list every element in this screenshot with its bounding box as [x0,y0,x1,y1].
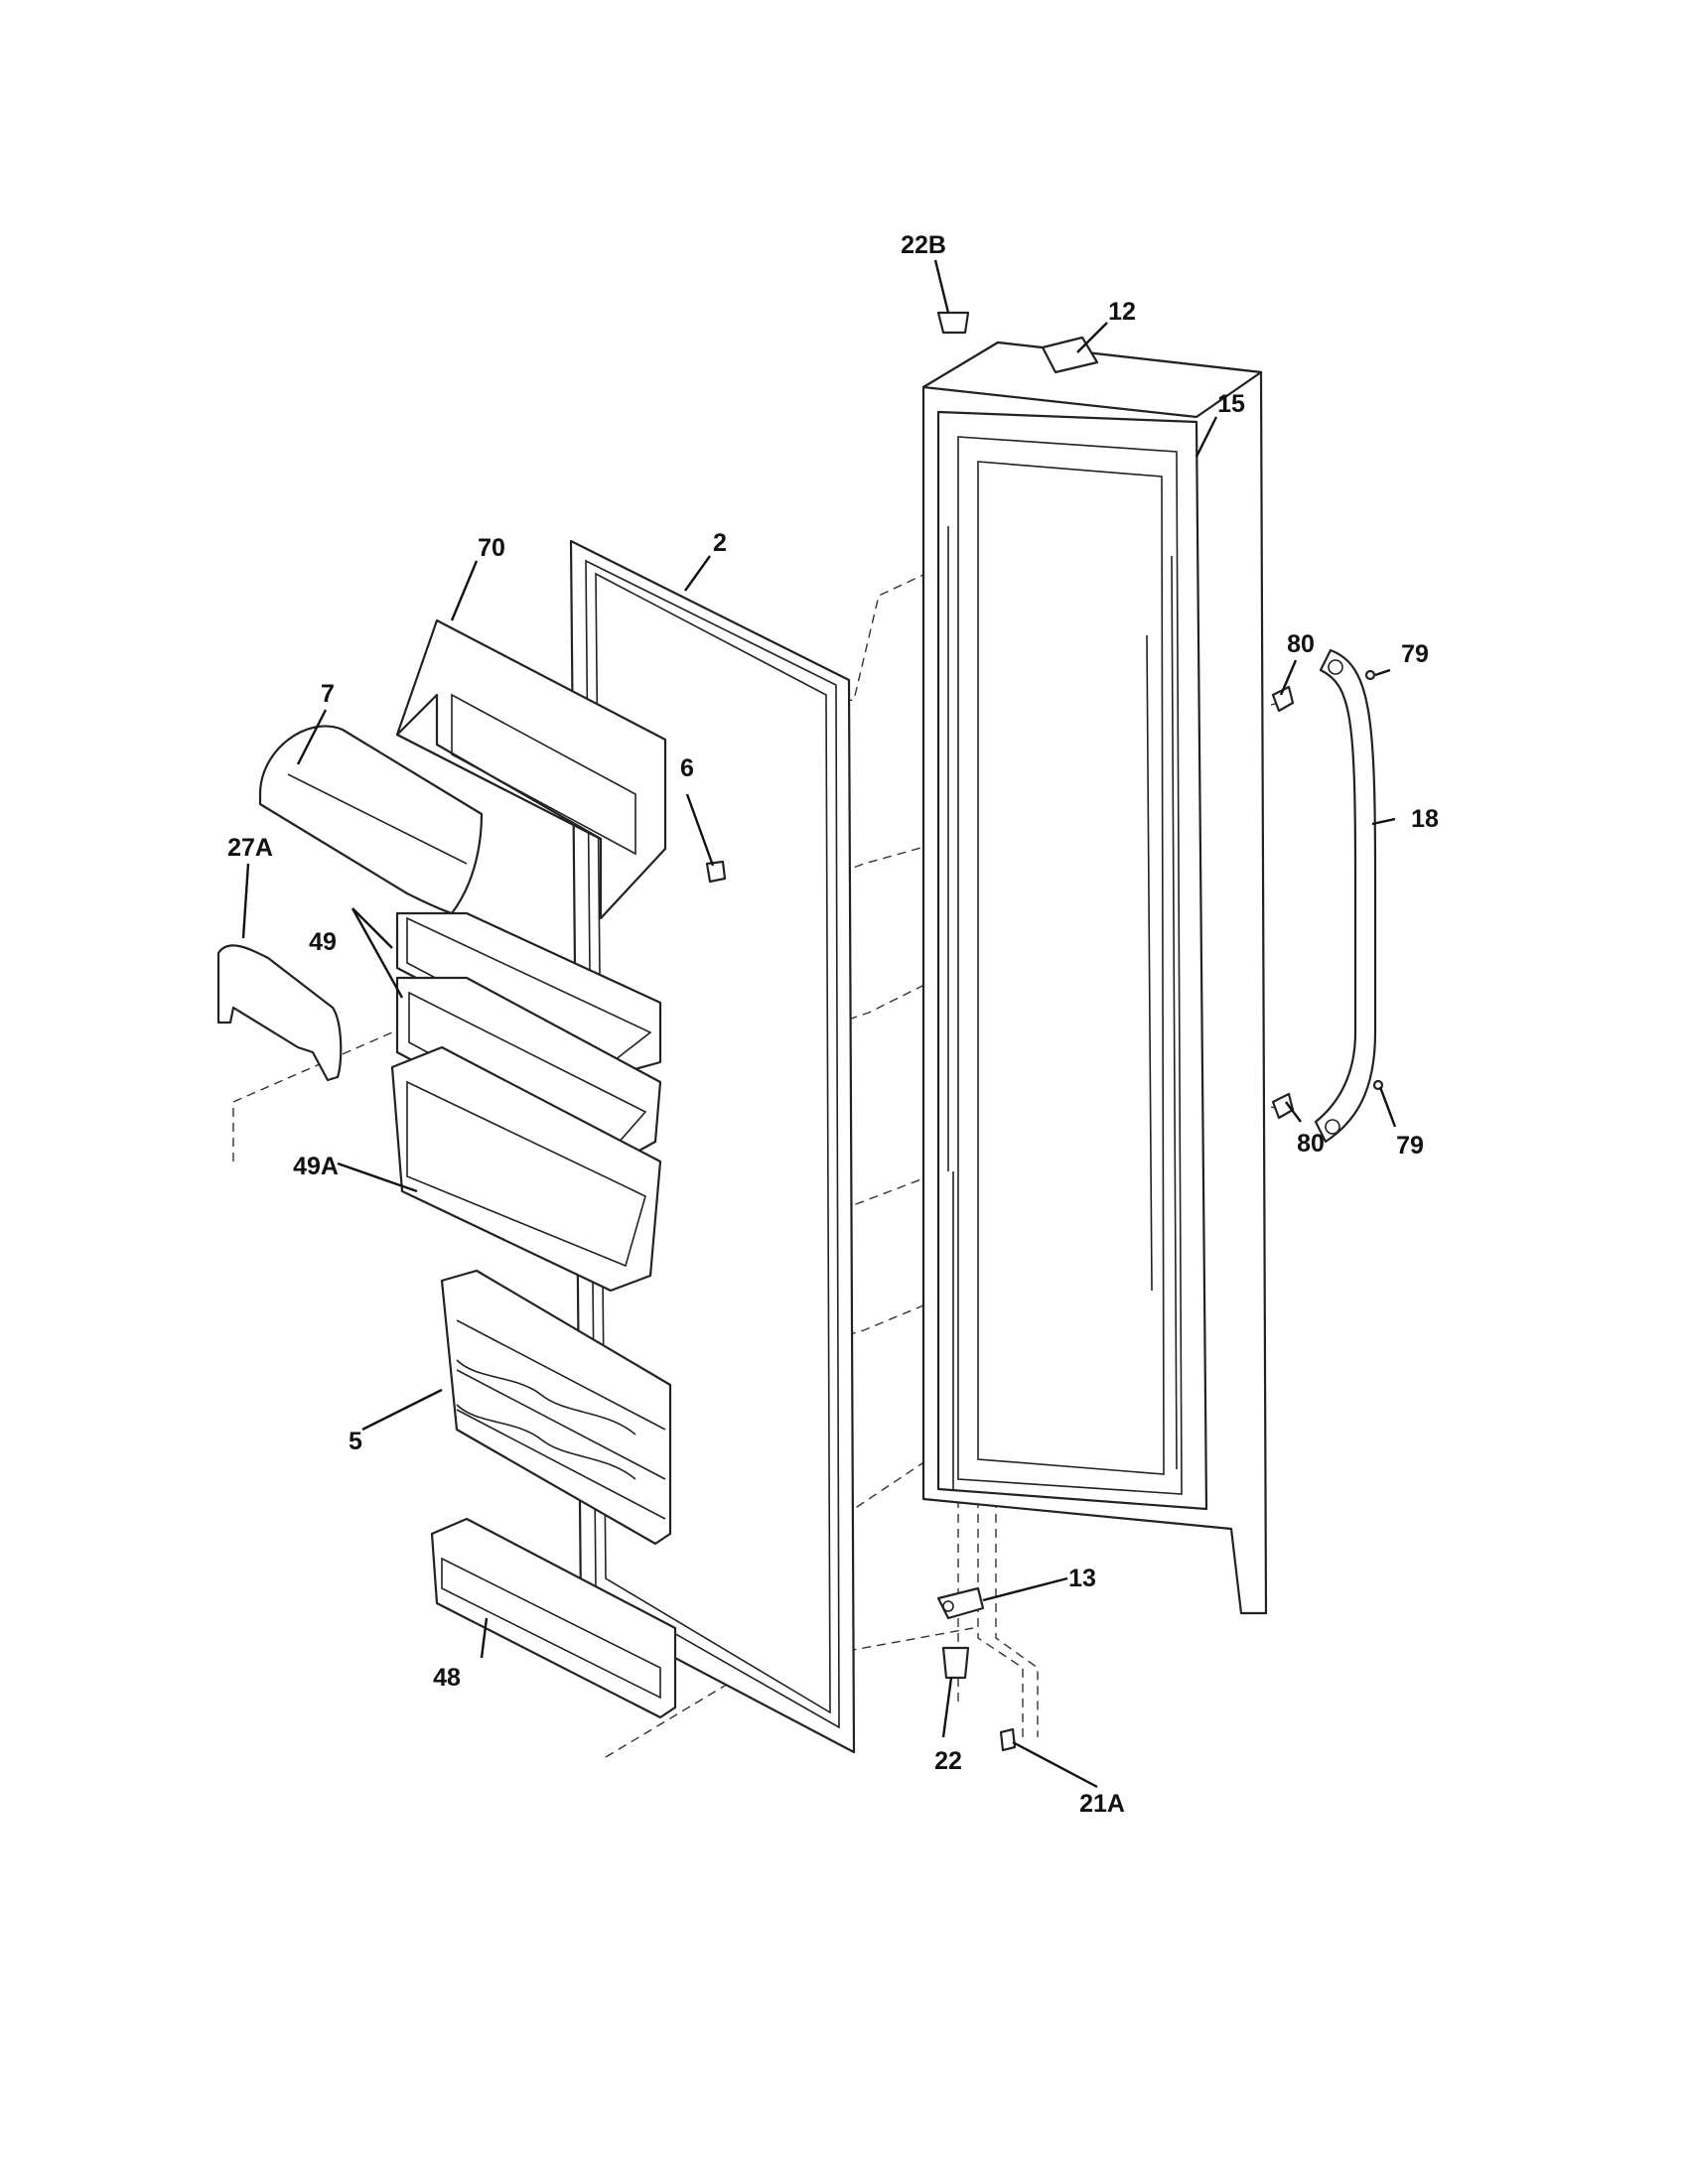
callout-labels: 22B 12 15 70 2 80 79 7 6 27A 18 49 80 79… [227,231,1439,1818]
label-80-top: 80 [1287,630,1315,658]
label-15: 15 [1217,390,1245,418]
label-49: 49 [309,928,337,956]
label-79-top: 79 [1401,640,1429,668]
hinge-13 [936,1586,985,1620]
wine-rack [440,1269,672,1546]
cap-22b [936,311,970,335]
dairy-door [258,725,484,915]
bushing-22 [941,1646,970,1680]
label-21a: 21A [1079,1790,1125,1818]
label-12: 12 [1108,298,1136,326]
leader-lines [241,259,1397,1789]
handle-trim [216,944,343,1082]
label-5: 5 [349,1428,362,1455]
label-48: 48 [433,1664,461,1692]
label-70: 70 [478,534,505,562]
door-bin-bottom [430,1517,677,1719]
label-6: 6 [680,754,694,782]
label-79-bottom: 79 [1396,1132,1424,1160]
label-18: 18 [1411,805,1439,833]
screw-21a [999,1727,1017,1752]
label-22b: 22B [901,231,946,259]
door-bin-large [390,1045,662,1293]
label-13: 13 [1068,1565,1096,1592]
label-22: 22 [934,1747,962,1775]
label-7: 7 [321,680,335,708]
label-2: 2 [713,529,727,557]
door-outer-panel [921,341,1268,1615]
cover-clip-6 [705,860,727,884]
label-49a: 49A [293,1153,339,1180]
screw-79-top [1364,669,1376,681]
label-80-bottom: 80 [1297,1130,1325,1158]
dairy-bin [395,618,667,920]
door-handle [1314,648,1377,1144]
label-27a: 27A [227,834,273,862]
